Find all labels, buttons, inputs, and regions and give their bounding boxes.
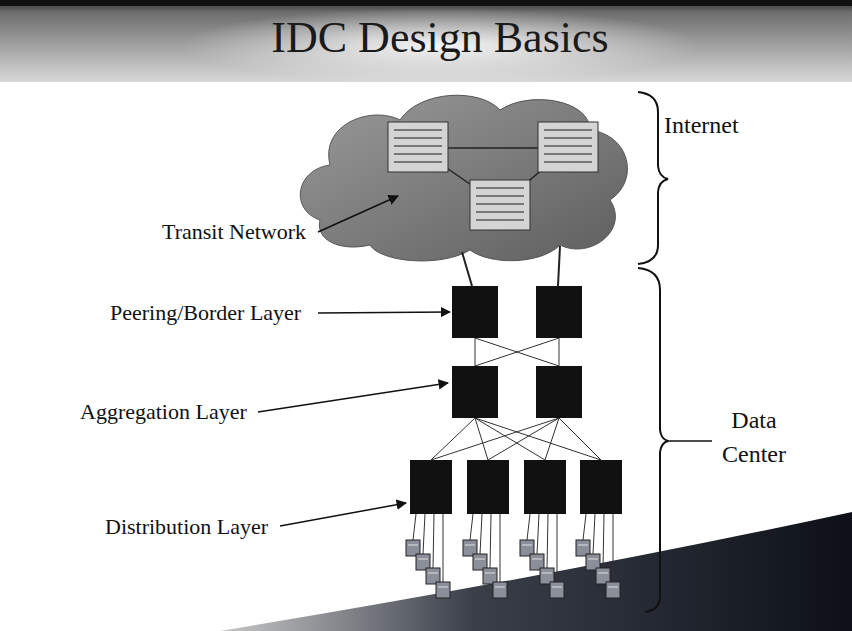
internet-bracket: [638, 92, 668, 264]
bracket-label: Data Center: [712, 404, 796, 471]
bracket-label: Internet: [664, 112, 739, 138]
server-link: [423, 514, 425, 554]
server-link: [603, 514, 604, 568]
switch-box: [580, 460, 622, 514]
server-slot: [542, 573, 552, 574]
server-icon: [606, 582, 620, 598]
router-slot: [476, 203, 524, 205]
layer-label: Aggregation Layer: [80, 400, 247, 424]
server-link: [557, 514, 558, 582]
server-slot: [608, 587, 618, 588]
switch-blocks: [410, 286, 622, 514]
switch-box: [452, 366, 498, 418]
layer-label: Distribution Layer: [105, 515, 268, 539]
server-slot: [465, 545, 475, 546]
server-link: [527, 514, 530, 540]
banner-edge: [0, 0, 852, 6]
switch-box: [536, 366, 582, 418]
router-slot: [394, 153, 442, 155]
server-link: [413, 514, 416, 540]
server-slot: [598, 573, 608, 574]
server-link: [433, 514, 434, 568]
router-slot: [544, 145, 592, 147]
server-icon: [436, 582, 450, 598]
server-link: [537, 514, 539, 554]
server-slot: [522, 545, 532, 546]
router-chassis: [470, 180, 530, 230]
datacenter-leader: [670, 440, 712, 442]
corner-swoosh: [220, 512, 852, 631]
server-slot: [428, 573, 438, 574]
server-link: [443, 514, 444, 582]
router-chassis: [538, 122, 598, 172]
server-link: [583, 514, 586, 540]
router-slot: [544, 129, 592, 131]
slide-title: IDC Design Basics: [0, 14, 852, 62]
router-slot: [476, 195, 524, 197]
server-link: [500, 514, 501, 582]
layer-label: Transit Network: [162, 220, 306, 244]
leader-arrows: [258, 196, 450, 526]
server-slot: [495, 587, 505, 588]
router-slot: [476, 187, 524, 189]
layer-label: Peering/Border Layer: [110, 301, 301, 325]
switch-box: [536, 286, 582, 338]
server-link: [547, 514, 548, 568]
router-slot: [476, 211, 524, 213]
server-link: [480, 514, 482, 554]
router-slot: [394, 161, 442, 163]
switch-links: [431, 338, 601, 460]
switch-box: [410, 460, 452, 514]
router-chassis: [388, 122, 448, 172]
server-stacks: [406, 514, 620, 598]
server-slot: [588, 559, 598, 560]
server-slot: [438, 587, 448, 588]
server-link: [613, 514, 614, 582]
server-icon: [493, 582, 507, 598]
switch-box: [452, 286, 498, 338]
server-slot: [408, 545, 418, 546]
router-slot: [544, 153, 592, 155]
server-slot: [475, 559, 485, 560]
switch-box: [467, 460, 509, 514]
server-slot: [578, 545, 588, 546]
server-link: [593, 514, 595, 554]
internet-cloud: [300, 95, 627, 261]
server-slot: [532, 559, 542, 560]
datacenter-bracket: [638, 268, 668, 612]
server-slot: [485, 573, 495, 574]
router-slot: [394, 129, 442, 131]
server-slot: [418, 559, 428, 560]
server-slot: [552, 587, 562, 588]
transit-routers: [388, 122, 598, 230]
server-link: [470, 514, 473, 540]
switch-box: [524, 460, 566, 514]
router-slot: [544, 161, 592, 163]
router-slot: [394, 145, 442, 147]
server-link: [490, 514, 491, 568]
uplinks: [462, 246, 560, 286]
router-slot: [394, 137, 442, 139]
router-slot: [476, 219, 524, 221]
server-icon: [550, 582, 564, 598]
router-slot: [544, 137, 592, 139]
